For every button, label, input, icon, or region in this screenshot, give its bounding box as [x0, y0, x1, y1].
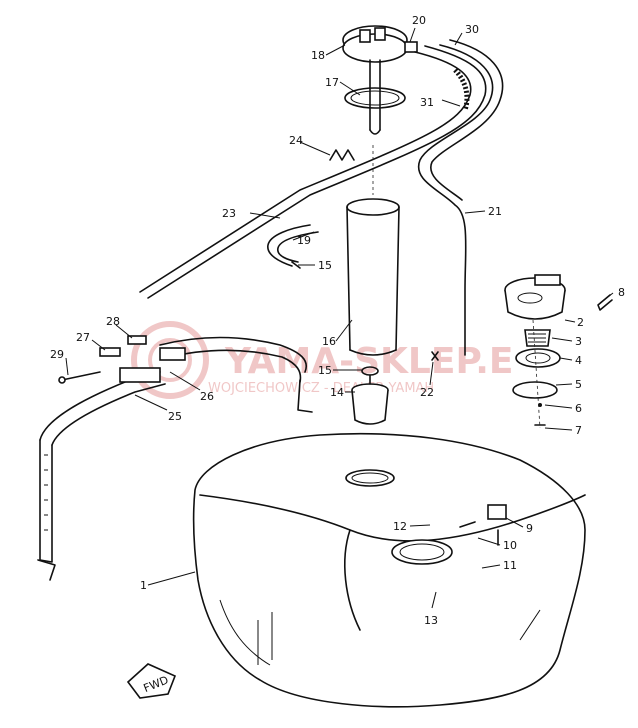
- bolt-27: [99, 347, 121, 357]
- callout-23: 23: [222, 207, 236, 220]
- callout-24: 24: [289, 134, 303, 147]
- callout-labels: 1 2 3 4 5 6 7 8 9 10 11 12 13 14 15 15 1…: [50, 14, 625, 627]
- leader-lines: [65, 27, 614, 609]
- callout-15-lower: 15: [318, 364, 332, 377]
- callout-25: 25: [168, 410, 182, 423]
- watermark-sub: WOJCIECHOWICZ - DEALER YAMAH: [208, 381, 434, 396]
- callout-19: 19: [297, 234, 311, 247]
- hose-clip-lower: [361, 366, 379, 376]
- callout-31: 31: [420, 96, 434, 109]
- fuel-cap-assembly: [504, 274, 613, 429]
- tank-straps: [37, 336, 313, 581]
- bracket-clip: [431, 351, 439, 361]
- watermark-ring: [131, 321, 209, 399]
- hose-clip-upper: [291, 261, 301, 269]
- clip: [329, 149, 355, 161]
- fwd-arrow: FWD: [126, 663, 177, 699]
- callout-6: 6: [575, 402, 582, 415]
- callout-3: 3: [575, 335, 582, 348]
- callout-30: 30: [465, 23, 479, 36]
- callout-29: 29: [50, 348, 64, 361]
- callout-27: 27: [76, 331, 90, 344]
- callout-22: 22: [420, 386, 434, 399]
- callout-5: 5: [575, 378, 582, 391]
- callout-16: 16: [322, 335, 336, 348]
- callout-8: 8: [618, 286, 625, 299]
- fuel-tank: [192, 432, 586, 708]
- callout-11: 11: [503, 559, 517, 572]
- fuel-pipes: [139, 39, 504, 356]
- bolt-28: [127, 335, 147, 345]
- o-ring-inner: [350, 90, 400, 106]
- bolt-29: [61, 371, 101, 381]
- breather-pipe: [267, 224, 311, 267]
- callout-28: 28: [106, 315, 120, 328]
- clamp: [404, 41, 418, 53]
- callout-10: 10: [503, 539, 517, 552]
- watermark-main: YAMA-SKLEP.E: [224, 341, 514, 382]
- sender-unit: [342, 25, 408, 135]
- callout-2: 2: [577, 316, 584, 329]
- breather-pipe-inner: [277, 231, 319, 263]
- callout-12: 12: [393, 520, 407, 533]
- filter-tube: [346, 145, 400, 356]
- watermark-ring-inner: [148, 338, 192, 382]
- callout-17: 17: [325, 76, 339, 89]
- callout-21: 21: [488, 205, 502, 218]
- callout-18: 18: [311, 49, 325, 62]
- callout-9: 9: [526, 522, 533, 535]
- callout-1: 1: [140, 579, 147, 592]
- strainer: [351, 374, 389, 425]
- callout-20: 20: [412, 14, 426, 27]
- callout-13: 13: [424, 614, 438, 627]
- callout-14: 14: [330, 386, 344, 399]
- callout-7: 7: [575, 424, 582, 437]
- callout-26: 26: [200, 390, 214, 403]
- callout-4: 4: [575, 354, 582, 367]
- o-ring: [344, 87, 406, 109]
- callout-15-upper: 15: [318, 259, 332, 272]
